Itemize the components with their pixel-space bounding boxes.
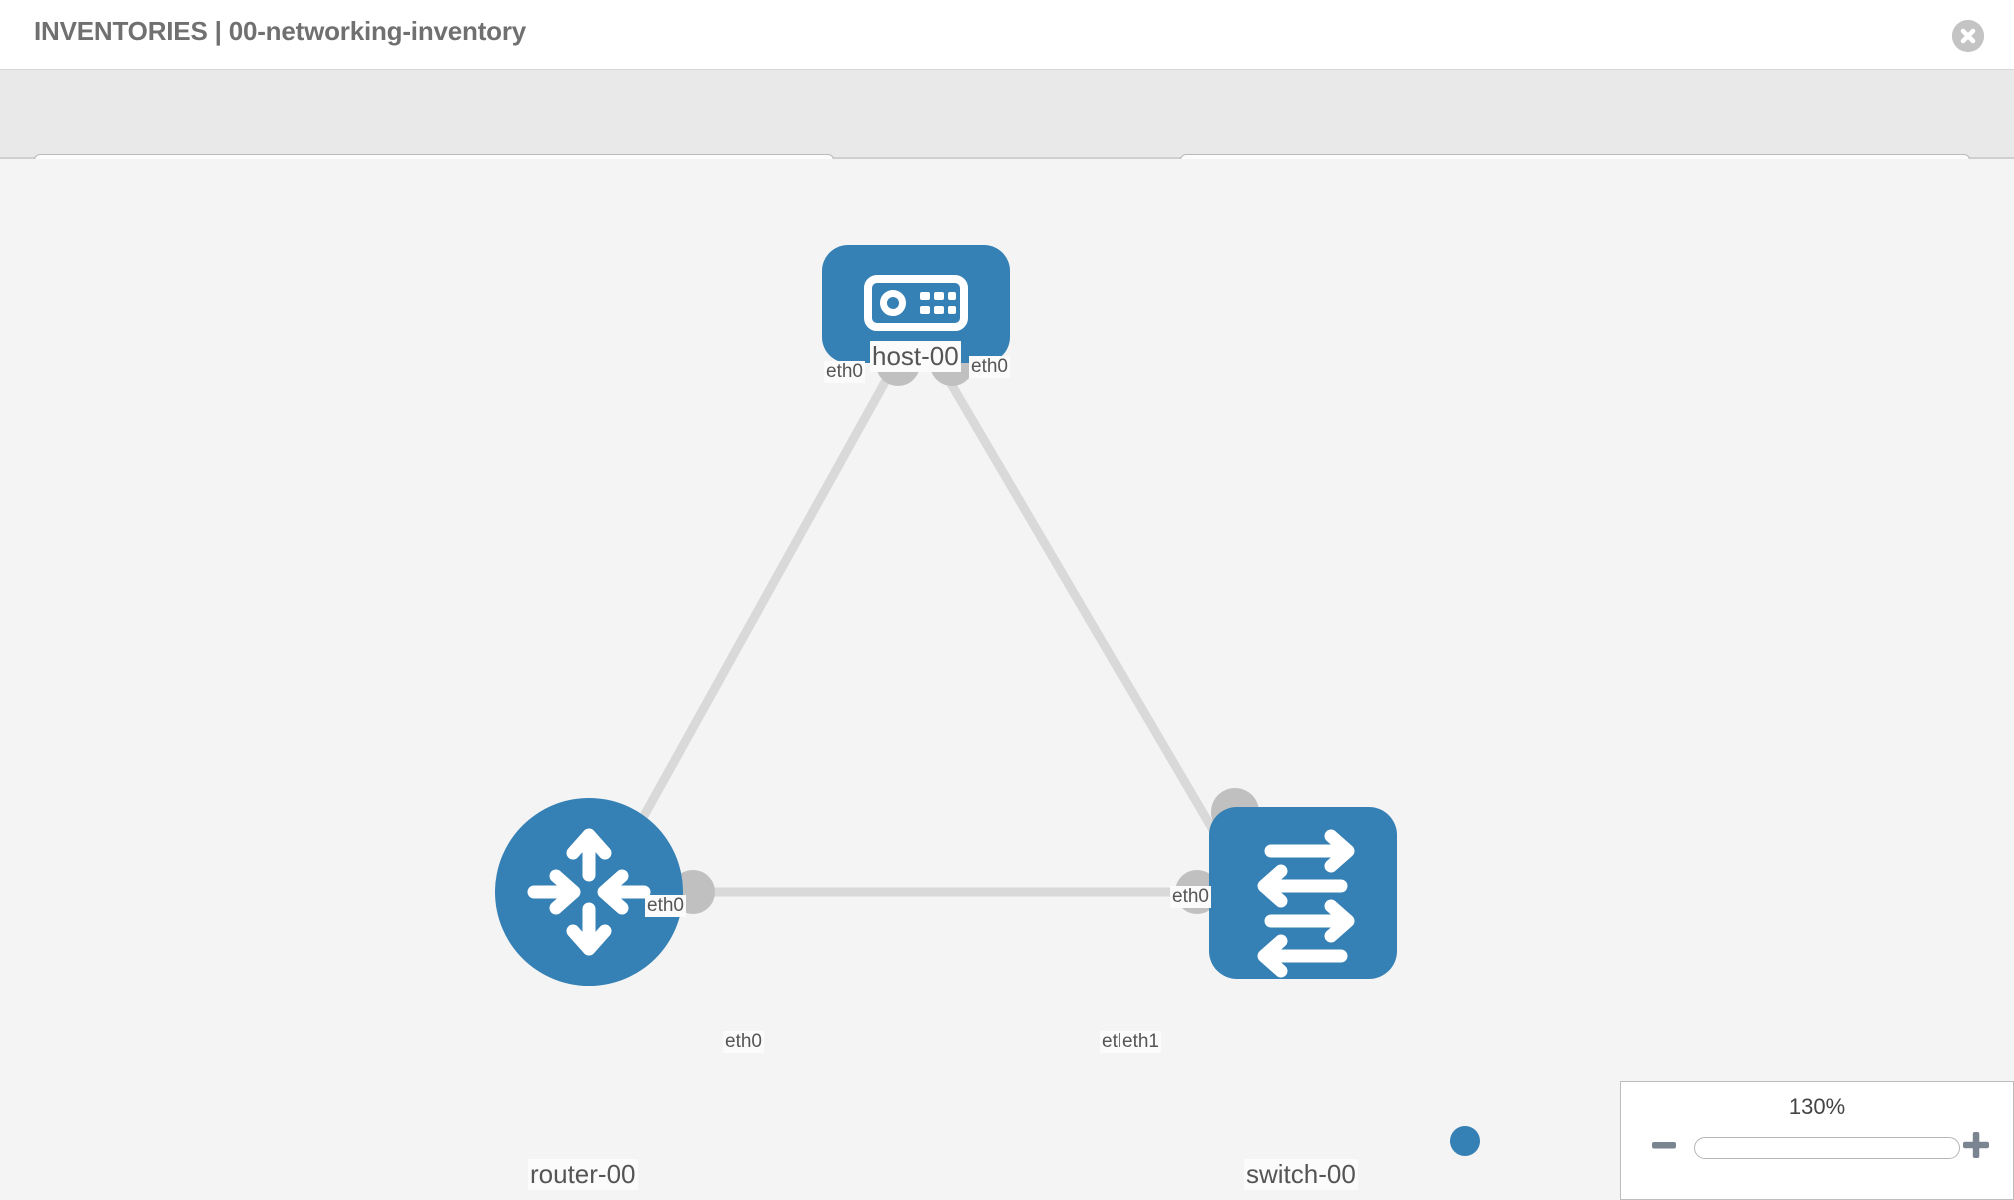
iface-label-router-right: eth0 [723, 1031, 764, 1053]
zoom-level-label: 130% [1788, 1094, 1846, 1119]
node-host-00 [822, 245, 1010, 363]
node-label-router-00: router-00 [528, 1159, 638, 1190]
node-label-host-00: host-00 [870, 341, 961, 372]
close-icon[interactable] [1952, 20, 1984, 52]
iface-label-host-left: eth0 [824, 361, 865, 383]
node-router-00 [495, 798, 683, 986]
topology-links [615, 377, 1235, 897]
zoom-control-panel: 130% [1620, 1081, 2014, 1200]
iface-label-switch-left: eth1 [1120, 1031, 1161, 1053]
topology-canvas[interactable]: host-00 router-00 switch-00 eth0 eth0 et… [0, 159, 2014, 1200]
page-title: INVENTORIES | 00-networking-inventory [34, 16, 527, 46]
zoom-out-button[interactable] [1649, 1130, 1679, 1160]
topology-nubs [671, 342, 1259, 914]
iface-label-switch-up: eth0 [1170, 886, 1211, 908]
header-bar: INVENTORIES | 00-networking-inventory [0, 0, 2014, 70]
link-host-router [615, 377, 890, 864]
node-label-switch-00: switch-00 [1244, 1159, 1358, 1190]
link-host-switch [945, 377, 1235, 864]
node-switch-00 [1209, 807, 1397, 979]
zoom-slider-thumb[interactable] [1450, 1126, 1480, 1156]
iface-label-router-up: eth0 [645, 895, 686, 917]
toolbar: ACTIONS SEARCH [0, 70, 2014, 210]
zoom-in-button[interactable] [1961, 1130, 1991, 1160]
iface-label-host-right: eth0 [969, 356, 1010, 378]
zoom-slider[interactable] [1694, 1137, 1960, 1159]
